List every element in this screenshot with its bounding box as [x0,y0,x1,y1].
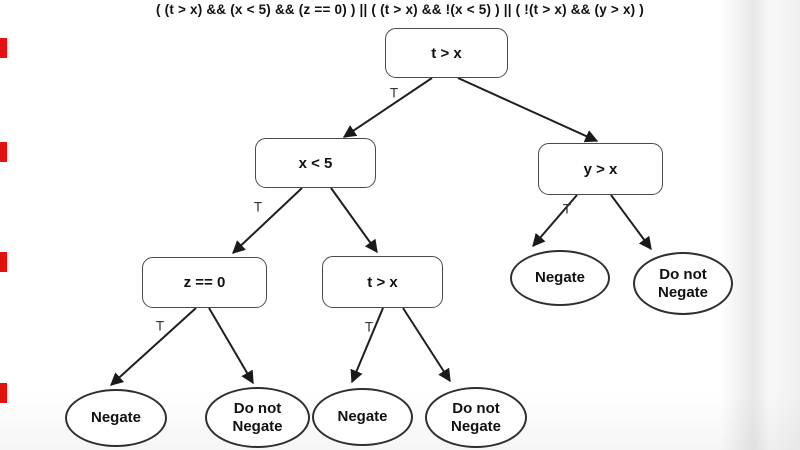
node-root-label: t > x [431,44,462,62]
node-t-gt-x-repeat: t > x [322,256,443,308]
node-root-t-gt-x: t > x [385,28,508,78]
leaf-label: Do not Negate [450,400,502,435]
edge-root-to-x-lt-5 [342,77,433,138]
edge-label-true-y-gt-x: T [562,201,572,217]
edge-label-true-x-lt-5: T [253,199,263,215]
leaf-label: Negate [337,408,388,426]
leaf-label: Negate [90,409,142,427]
boolean-expression-title: ( (t > x) && (x < 5) && (z == 0) ) || ( … [155,2,645,17]
leaf-do-not-negate-1: Do not Negate [205,387,310,448]
edge-x-lt-5-to-z-eq-0 [232,187,303,254]
node-z-eq-0: z == 0 [142,257,267,308]
node-y-gt-x-label: y > x [583,160,618,178]
leaf-negate-1: Negate [65,389,167,447]
edge-root-to-y-gt-x [457,77,599,143]
edge-y-gt-x-to-negate [532,194,578,247]
red-marker-4 [0,383,7,403]
edge-label-true-root: T [389,85,399,101]
leaf-do-not-negate-2: Do not Negate [425,387,527,448]
node-z-eq-0-label: z == 0 [183,274,226,291]
leaf-label: Do not Negate [232,400,283,435]
edge-y-gt-x-to-do-not-negate [610,194,652,251]
edge-z-eq-0-to-negate [110,307,197,386]
red-marker-2 [0,142,7,162]
edge-label-true-t-gt-x: T [364,319,374,335]
node-x-lt-5-label: x < 5 [298,154,333,172]
edge-t-gt-x-to-do-not-negate [402,307,451,383]
leaf-label: Do not Negate [657,266,709,301]
leaf-label: Negate [534,269,586,287]
leaf-negate-2: Negate [312,388,413,446]
edge-label-true-z-eq-0: T [155,318,165,334]
node-t-gt-x-repeat-label: t > x [367,273,398,291]
red-marker-3 [0,252,7,272]
edge-t-gt-x-to-negate [350,307,384,384]
node-y-gt-x: y > x [538,143,663,195]
leaf-negate-right: Negate [510,250,610,306]
node-x-lt-5: x < 5 [255,138,376,188]
leaf-do-not-negate-right: Do not Negate [633,252,733,315]
edge-z-eq-0-to-do-not-negate [208,307,254,385]
red-marker-1 [0,38,7,58]
edge-x-lt-5-to-t-gt-x [330,187,378,254]
